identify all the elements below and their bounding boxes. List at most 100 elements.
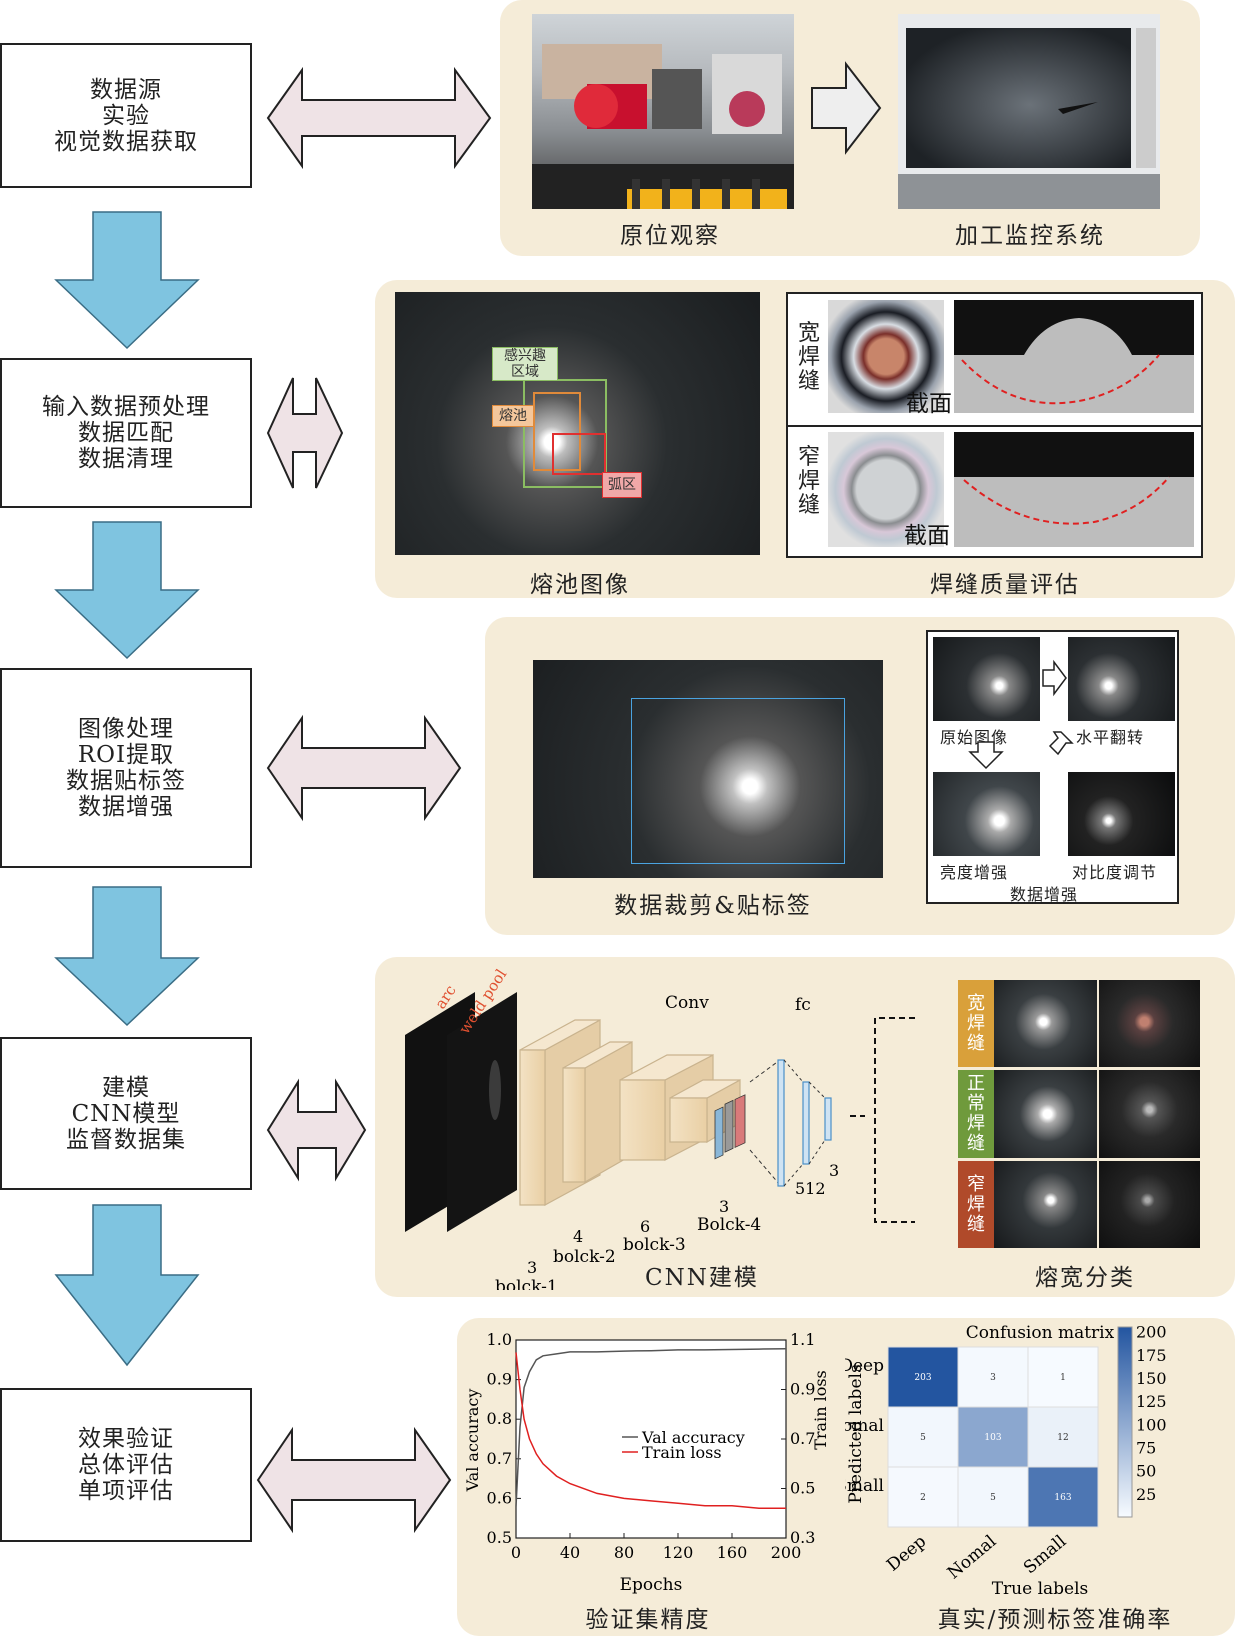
- step-3-line-3: 数据贴标签: [66, 768, 186, 794]
- cm-value-0-0: 203: [914, 1373, 931, 1383]
- class-label-narrow-char-3: 缝: [967, 1213, 985, 1235]
- roi-label-line-2: 区域: [511, 364, 539, 380]
- x-axis-label: Epochs: [620, 1575, 683, 1595]
- y-tick-right-label-2: 0.7: [790, 1429, 815, 1448]
- y-tick-left-label-2: 0.7: [487, 1449, 512, 1468]
- step-2-line-2: 数据匹配: [78, 420, 174, 446]
- cm-value-0-1: 3: [990, 1373, 996, 1383]
- thumb-flipped: [1068, 637, 1175, 721]
- thumb-brightness: [933, 772, 1040, 856]
- double-arrow-2: [266, 377, 344, 489]
- class-normal-img-1: [994, 1070, 1097, 1158]
- block-1-num: 3: [527, 1258, 537, 1277]
- legend: Val accuracy Train loss: [622, 1428, 745, 1462]
- cm-cell-1-1: [957, 1406, 1029, 1468]
- label-contrast: 对比度调节: [1072, 863, 1158, 882]
- step-2-line-1: 输入数据预处理: [42, 394, 210, 420]
- x-tick-label-0: 0: [511, 1543, 521, 1562]
- label-fc-3: 3: [829, 1161, 839, 1180]
- fc-layer-3: [824, 1097, 832, 1141]
- down-arrow-4: [54, 1204, 200, 1367]
- pool-label: 熔池: [492, 405, 534, 427]
- augment-arrows: [968, 659, 1074, 770]
- cm-y-label: Predicted labels: [846, 1364, 866, 1503]
- caption-width-classification: 熔宽分类: [1035, 1265, 1135, 1291]
- wide-weld-label-char-1: 宽: [797, 321, 820, 346]
- step-4-line-1: 建模: [102, 1074, 150, 1101]
- block-2-num: 4: [573, 1227, 583, 1246]
- step-2-line-3: 数据清理: [78, 446, 174, 472]
- narrow-weld-label-char-3: 缝: [797, 493, 820, 518]
- step-1-line-3: 视觉数据获取: [54, 128, 198, 155]
- step-3-line-1: 图像处理: [78, 716, 174, 742]
- cm-colorbar-tick-0: 25: [1136, 1485, 1156, 1504]
- block-3-num: 6: [640, 1217, 650, 1236]
- step-1-line-1: 数据源: [90, 76, 162, 103]
- class-label-narrow-char-2: 焊: [967, 1193, 985, 1215]
- label-fc-512: 512: [795, 1179, 826, 1198]
- pool-box: [533, 392, 581, 471]
- block-1-front: [519, 1049, 546, 1206]
- y-tick-right-label-0: 0.3: [790, 1528, 815, 1547]
- cm-title: Confusion matrix: [966, 1323, 1115, 1343]
- x-tick-label-1: 40: [560, 1543, 580, 1562]
- x-tick-label-2: 80: [614, 1543, 634, 1562]
- cnn-architecture: arc weld pool Conv fc 512 3 3 bolck-: [405, 966, 915, 1290]
- y-tick-left-label-1: 0.6: [487, 1488, 512, 1507]
- class-narrow-img-1: [994, 1161, 1097, 1248]
- series-val-accuracy: [515, 1347, 787, 1507]
- cm-value-2-1: 5: [990, 1493, 996, 1503]
- y-axis-label-right: Train loss: [811, 1370, 830, 1450]
- y-tick-right-label-4: 1.1: [790, 1330, 815, 1349]
- caption-crop-label: 数据裁剪&贴标签: [614, 893, 812, 919]
- cm-y-tick-1: Nomal: [845, 1416, 884, 1436]
- class-normal-img-2: [1099, 1070, 1200, 1158]
- label-fc: fc: [795, 995, 811, 1015]
- caption-true-pred-accuracy: 真实/预测标签准确率: [937, 1607, 1173, 1633]
- photo-experiment-rig: [532, 14, 794, 209]
- cm-cell-0-1: [957, 1346, 1029, 1408]
- cm-cell-0-0: [887, 1346, 959, 1408]
- step-5-line-2: 总体评估: [78, 1452, 174, 1478]
- double-arrow-1: [266, 66, 492, 170]
- cm-colorbar-tick-6: 175: [1136, 1346, 1167, 1365]
- step-box-1: 数据源实验视觉数据获取: [0, 43, 252, 188]
- photo-wide-weld-section: [954, 300, 1194, 413]
- cm-x-tick-0: Deep: [883, 1531, 930, 1575]
- class-label-wide: 宽焊缝: [958, 980, 994, 1067]
- step-1-line-2: 实验: [102, 102, 150, 129]
- cm-colorbar-tick-3: 100: [1136, 1415, 1167, 1434]
- y-axis-label-left: Val accuracy: [463, 1389, 482, 1493]
- wide-weld-label-char-3: 缝: [797, 369, 820, 394]
- cm-colorbar: [1117, 1326, 1133, 1518]
- class-label-normal-char-1: 正: [967, 1073, 985, 1094]
- class-label-normal-char-2: 常: [967, 1093, 985, 1114]
- block-2-name: bolck-2: [553, 1247, 616, 1267]
- caption-in-situ: 原位观察: [620, 223, 720, 249]
- fc-layer-2: [802, 1081, 810, 1165]
- photo-monitor-system: [898, 14, 1160, 209]
- step-4-line-3: 监督数据集: [66, 1126, 186, 1153]
- class-wide-img-2: [1099, 980, 1200, 1067]
- roi-box: [523, 379, 607, 488]
- photo-narrow-weld-section: [954, 432, 1194, 547]
- label-conv: Conv: [665, 993, 709, 1013]
- cm-x-label: True labels: [992, 1579, 1089, 1599]
- feature-map-red: [734, 1094, 746, 1149]
- double-arrow-3: [266, 714, 462, 822]
- legend-loss-label: Train loss: [642, 1443, 722, 1462]
- block-3-name: bolck-3: [623, 1235, 686, 1255]
- y-tick-left-label-4: 0.9: [487, 1370, 512, 1389]
- cm-value-1-0: 5: [920, 1433, 926, 1443]
- cm-value-1-1: 103: [984, 1433, 1001, 1443]
- label-flip: 水平翻转: [1076, 728, 1145, 747]
- caption-monitor-system: 加工监控系统: [955, 223, 1105, 249]
- class-label-normal: 正常焊缝: [958, 1070, 994, 1158]
- series-train-loss: [515, 1352, 786, 1510]
- arc-box: [552, 433, 606, 475]
- cm-value-0-2: 1: [1060, 1373, 1066, 1383]
- thumb-original: [933, 637, 1040, 721]
- down-arrow-2: [54, 521, 200, 660]
